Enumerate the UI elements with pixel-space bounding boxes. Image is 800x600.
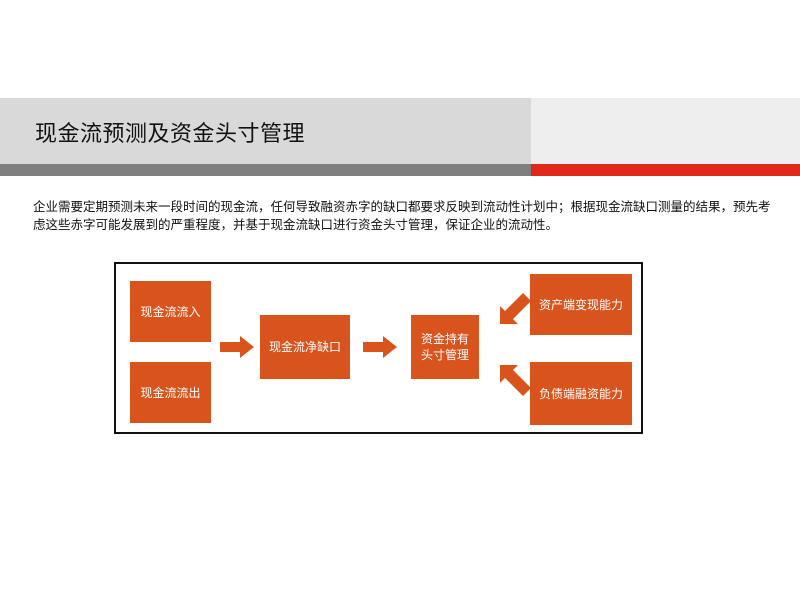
title-underline-gray (0, 164, 531, 176)
title-underline-red (531, 164, 800, 176)
flow-diagram: 现金流流入 现金流流出 现金流净缺口 资金持有 头寸管理 (114, 262, 643, 434)
node-asset-liquidity-label: 资产端变现能力 (538, 297, 623, 312)
node-asset-liquidity: 资产端变现能力 (530, 274, 632, 335)
node-cash-inflow: 现金流流入 (130, 281, 211, 342)
title-band-accent (531, 98, 800, 164)
page-title: 现金流预测及资金头寸管理 (35, 122, 306, 147)
node-cash-outflow-label: 现金流流出 (140, 385, 201, 400)
node-cash-inflow-label: 现金流流入 (140, 304, 201, 319)
arrow-down-left-icon (497, 291, 531, 325)
arrow-up-left-icon (497, 364, 531, 398)
node-cash-outflow: 现金流流出 (130, 362, 211, 423)
node-position-management: 资金持有 头寸管理 (411, 315, 479, 379)
node-net-gap: 现金流净缺口 (260, 315, 350, 379)
node-net-gap-label: 现金流净缺口 (268, 340, 341, 354)
node-liability-financing-label: 负债端融资能力 (538, 386, 623, 401)
node-position-line2: 头寸管理 (420, 348, 469, 362)
intro-paragraph: 企业需要定期预测未来一段时间的现金流，任何导致融资赤字的缺口都要求反映到流动性计… (33, 199, 771, 232)
arrow-right-icon (363, 336, 397, 358)
node-position-line1: 资金持有 (420, 332, 469, 346)
arrow-right-icon (220, 336, 254, 358)
node-liability-financing: 负债端融资能力 (530, 362, 632, 425)
